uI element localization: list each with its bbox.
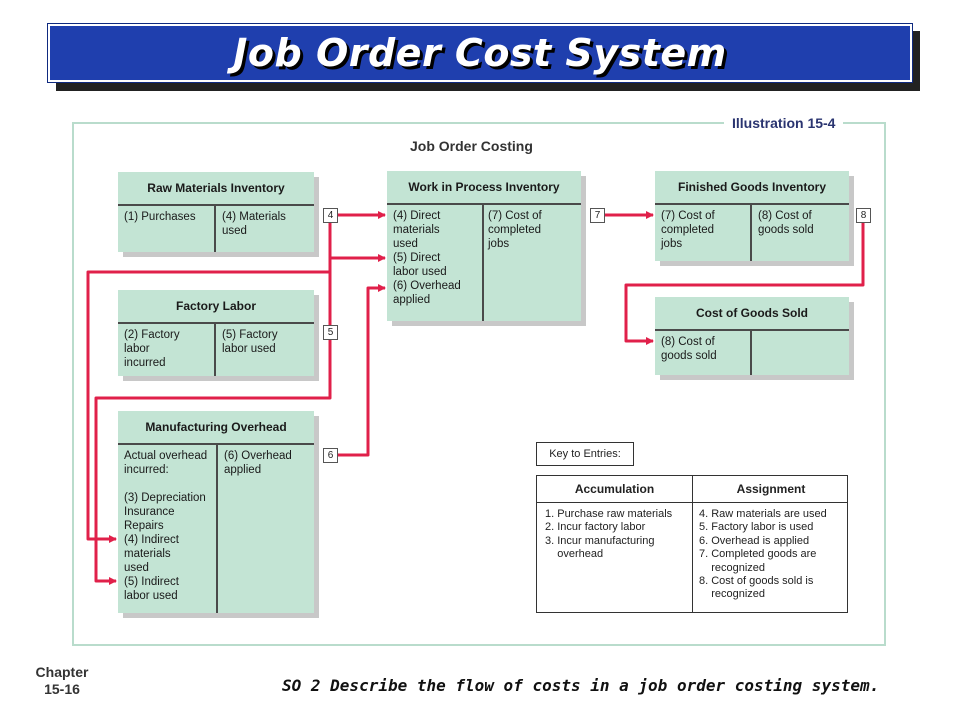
t-account-divider <box>214 204 216 252</box>
key-item: 2. Incur factory labor <box>545 521 646 534</box>
credit-side: (8) Cost of goods sold <box>758 210 814 236</box>
account-title: Finished Goods Inventory <box>677 180 826 194</box>
t-account-line <box>118 204 314 206</box>
account-title: Manufacturing Overhead <box>145 420 287 434</box>
t-account-divider <box>750 203 752 261</box>
t-account-divider <box>750 329 752 375</box>
credit-side: (4) Materials used <box>222 211 286 237</box>
entry-tag-7: 7 <box>590 208 605 223</box>
chapter-label: Chapter 15-16 <box>22 664 102 698</box>
title-bar: Job Order Cost System <box>47 23 913 83</box>
debit-side: (8) Cost of goods sold <box>661 336 717 362</box>
chapter-line: Chapter <box>35 664 89 680</box>
key-accumulation-header: Accumulation <box>574 482 655 496</box>
key-label: Key to Entries: <box>536 442 634 466</box>
slide-title: Job Order Cost System <box>233 31 727 75</box>
key-item: 4. Raw materials are used <box>699 508 827 520</box>
t-account-line <box>655 329 849 331</box>
key-column-divider <box>692 476 693 612</box>
entry-tag-6: 6 <box>323 448 338 463</box>
account-title: Cost of Goods Sold <box>696 306 808 320</box>
flow-goods-sold <box>624 222 865 345</box>
key-assignment-header: Assignment <box>736 482 806 496</box>
t-account-line <box>655 203 849 205</box>
chapter-number: 15-16 <box>44 681 80 697</box>
key-item: 8. Cost of goods sold is <box>699 575 814 588</box>
illustration-label: Illustration 15-4 <box>724 115 844 131</box>
account-finished-goods: Finished Goods Inventory (7) Cost of com… <box>655 171 849 261</box>
key-item: 7. Completed goods are <box>699 548 817 561</box>
credit-side: (7) Cost of completed jobs <box>488 210 542 250</box>
key-item: 6. Overhead is applied <box>699 534 810 547</box>
credit-side: (5) Factory labor used <box>222 329 278 355</box>
t-account-divider <box>214 322 216 376</box>
account-work-in-process: Work in Process Inventory (4) Direct mat… <box>387 171 581 321</box>
flow-overhead-applied <box>337 284 386 457</box>
entry-tag-8: 8 <box>856 208 871 223</box>
key-table: Accumulation Assignment 1. Purchase raw … <box>536 475 848 613</box>
debit-side: (1) Purchases <box>124 211 196 223</box>
key-item: recognized <box>699 588 766 601</box>
t-account-line <box>118 322 314 324</box>
t-account-divider <box>482 203 484 321</box>
key-accumulation-list: 1. Purchase raw materials 2. Incur facto… <box>545 508 672 562</box>
key-item: 1. Purchase raw materials <box>545 508 673 520</box>
account-raw-materials: Raw Materials Inventory (1) Purchases (4… <box>118 172 314 252</box>
credit-side: (6) Overhead applied <box>224 450 292 476</box>
debit-side: Actual overhead incurred: (3) Depreciati… <box>124 450 208 602</box>
t-account-divider <box>216 443 218 613</box>
diagram-title: Job Order Costing <box>410 138 533 154</box>
entry-tag-5: 5 <box>323 325 338 340</box>
flow-indirect-materials <box>86 222 332 543</box>
key-item: recognized <box>699 561 766 574</box>
flow-direct-labor <box>328 254 386 325</box>
account-title: Factory Labor <box>175 299 256 313</box>
debit-side: (4) Direct materials used (5) Direct lab… <box>393 210 461 306</box>
account-title: Work in Process Inventory <box>408 180 560 194</box>
account-title: Raw Materials Inventory <box>147 181 285 195</box>
account-factory-labor: Factory Labor (2) Factory labor incurred… <box>118 290 314 376</box>
key-item: overhead <box>545 548 604 561</box>
illustration-frame <box>72 122 886 646</box>
debit-side: (7) Cost of completed jobs <box>661 210 715 250</box>
flow-indirect-labor <box>94 339 332 585</box>
debit-side: (2) Factory labor incurred <box>124 329 180 369</box>
account-cost-of-goods-sold: Cost of Goods Sold (8) Cost of goods sol… <box>655 297 849 375</box>
t-account-line <box>387 203 581 205</box>
entry-tag-4: 4 <box>323 208 338 223</box>
key-item: 5. Factory labor is used <box>699 521 814 534</box>
key-item: 3. Incur manufacturing <box>545 534 655 547</box>
study-objective: SO 2 Describe the flow of costs in a job… <box>282 676 880 695</box>
key-assignment-list: 4. Raw materials are used 5. Factory lab… <box>699 508 827 602</box>
account-manufacturing-overhead: Manufacturing Overhead Actual overhead i… <box>118 411 314 613</box>
